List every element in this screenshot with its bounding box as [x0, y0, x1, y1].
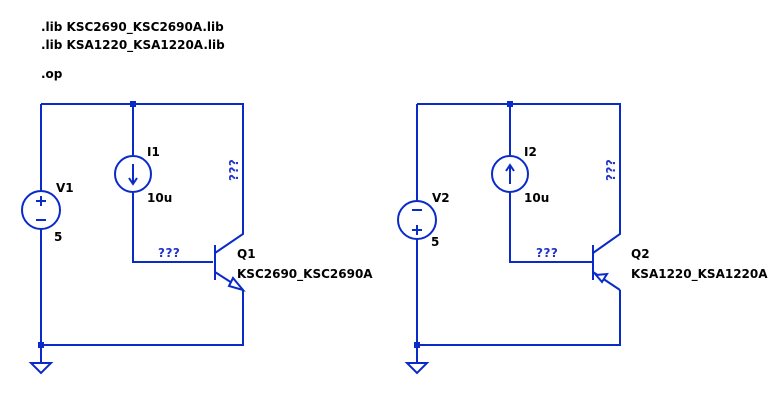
i1-value: 10u [147, 191, 172, 205]
right-circuit: V2 5 I2 10u Q2 KSA1220_KSA1220A ??? ??? [397, 101, 768, 375]
ground-symbol[interactable] [28, 362, 54, 375]
lib-directive-1[interactable]: .lib KSC2690_KSC2690A.lib [41, 20, 224, 35]
i2-name: I2 [524, 145, 537, 159]
collector-net-label[interactable]: ??? [604, 159, 618, 181]
base-net-label[interactable]: ??? [536, 246, 558, 260]
v1-name: V1 [56, 181, 74, 195]
junction-dot [130, 101, 136, 107]
i2-value: 10u [524, 191, 549, 205]
q1-model: KSC2690_KSC2690A [237, 267, 373, 282]
q2-name: Q2 [631, 247, 650, 261]
voltage-source-v1[interactable] [21, 190, 61, 230]
op-directive[interactable]: .op [41, 67, 63, 81]
junction-dot [414, 342, 420, 348]
lib-directive-2[interactable]: .lib KSA1220_KSA1220A.lib [41, 38, 225, 53]
v2-name: V2 [432, 191, 450, 205]
i1-name: I1 [147, 145, 160, 159]
voltage-source-v2[interactable] [397, 200, 437, 240]
current-source-i1[interactable] [114, 155, 152, 193]
current-source-i2[interactable] [491, 155, 529, 193]
collector-net-label[interactable]: ??? [227, 159, 241, 181]
q2-model: KSA1220_KSA1220A [631, 267, 768, 282]
q1-name: Q1 [237, 247, 256, 261]
v1-value: 5 [54, 230, 62, 244]
ground-symbol[interactable] [404, 362, 430, 375]
junction-dot [38, 342, 44, 348]
npn-transistor-q1[interactable] [214, 226, 246, 303]
junction-dot [507, 101, 513, 107]
left-wires[interactable] [40, 103, 244, 363]
left-circuit: V1 5 I1 10u Q1 KSC2690_KSC2690A ??? ??? [21, 101, 373, 375]
right-wires[interactable] [416, 103, 621, 363]
v2-value: 5 [431, 235, 439, 249]
pnp-transistor-q2[interactable] [592, 226, 621, 291]
base-net-label[interactable]: ??? [158, 246, 180, 260]
